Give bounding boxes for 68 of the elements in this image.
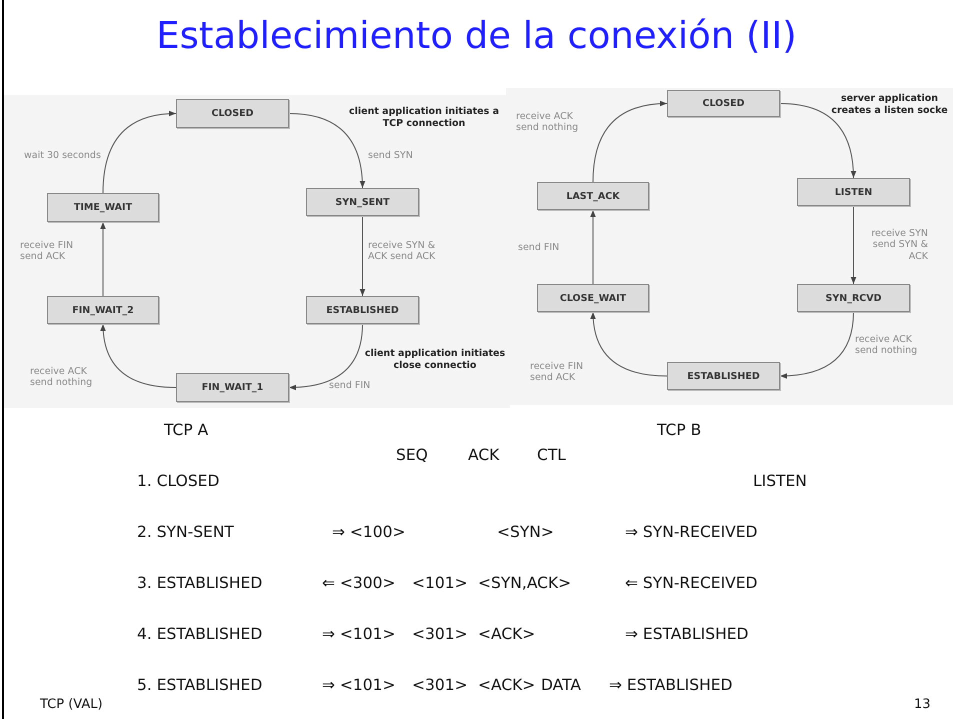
table-text: ⇒ <100> — [332, 523, 406, 541]
table-text: ⇒ ESTABLISHED — [609, 676, 732, 694]
edge-label: wait 30 seconds — [24, 150, 102, 162]
table-text: <ACK> — [478, 676, 536, 694]
edge-label: receive ACK send nothing — [30, 366, 94, 389]
table-text: <101> — [412, 574, 468, 592]
table-text: 4. ESTABLISHED — [137, 625, 262, 643]
edge-label: receive SYN & ACK send ACK — [368, 240, 436, 263]
note-text: client application initiates close connectio — [364, 348, 506, 372]
transition-arrow — [360, 216, 366, 296]
state-box: TIME_WAIT — [47, 193, 159, 222]
table-text: TCP B — [657, 421, 702, 439]
transition-arrow — [288, 113, 365, 188]
state-box: CLOSED — [176, 99, 289, 128]
table-text: 5. ESTABLISHED — [137, 676, 262, 694]
table-text: <ACK> — [478, 625, 536, 643]
state-box: CLOSED — [667, 90, 780, 117]
state-box: SYN_RCVD — [797, 284, 910, 312]
table-text: 3. ESTABLISHED — [137, 574, 262, 592]
edge-label: send FIN — [518, 242, 560, 254]
footer-text: 13 — [914, 697, 931, 712]
edge-label: receive SYN send SYN & ACK — [870, 228, 928, 262]
table-text: ⇒ SYN-RECEIVED — [625, 523, 758, 541]
table-text: ⇒ <101> — [322, 625, 396, 643]
transition-arrow — [592, 101, 668, 182]
edge-label: send FIN — [329, 380, 372, 392]
edge-label: receive FIN send ACK — [530, 361, 584, 384]
transition-arrow — [780, 103, 856, 178]
note-text: server application creates a listen socke — [830, 93, 949, 117]
table-text: CTL — [537, 446, 566, 464]
table-text: <301> — [412, 676, 468, 694]
table-text: SEQ — [396, 446, 428, 464]
state-box: CLOSE_WAIT — [537, 284, 649, 312]
table-text: ⇐ SYN-RECEIVED — [625, 574, 758, 592]
table-text: ⇒ ESTABLISHED — [625, 625, 748, 643]
table-text: LISTEN — [753, 472, 807, 490]
state-box: ESTABLISHED — [667, 362, 780, 390]
table-text: <SYN> — [497, 523, 554, 541]
table-text: 1. CLOSED — [137, 472, 220, 490]
transition-arrow — [102, 111, 176, 194]
table-text: <301> — [412, 625, 468, 643]
transition-arrow — [780, 312, 854, 379]
edge-label: send SYN — [368, 150, 414, 162]
transition-arrow — [590, 312, 668, 376]
table-text: 2. SYN-SENT — [137, 523, 234, 541]
state-box: SYN_SENT — [306, 188, 419, 216]
edge-label: receive FIN send ACK — [20, 240, 74, 263]
edge-label: receive ACK send nothing — [516, 111, 580, 134]
note-text: client application initiates a TCP connection — [348, 106, 500, 130]
slide-title: Establecimiento de la conexión (II) — [155, 14, 798, 57]
transition-arrow — [100, 324, 176, 388]
table-text: ⇐ <300> — [322, 574, 396, 592]
state-box: FIN_WAIT_1 — [176, 373, 289, 402]
transition-arrow — [100, 222, 106, 296]
table-text: <SYN,ACK> — [478, 574, 572, 592]
table-text: DATA — [541, 676, 581, 694]
table-text: TCP A — [164, 421, 208, 439]
edge-label: receive ACK send nothing — [855, 334, 918, 357]
transition-arrow — [288, 324, 363, 390]
table-text: ACK — [468, 446, 500, 464]
state-box: LISTEN — [797, 178, 910, 206]
state-box: ESTABLISHED — [306, 296, 419, 324]
table-text: ⇒ <101> — [322, 676, 396, 694]
transition-arrow — [590, 210, 596, 284]
footer-text: TCP (VAL) — [40, 697, 103, 712]
state-box: LAST_ACK — [537, 182, 649, 210]
transition-arrow — [850, 206, 856, 284]
state-box: FIN_WAIT_2 — [47, 296, 159, 324]
